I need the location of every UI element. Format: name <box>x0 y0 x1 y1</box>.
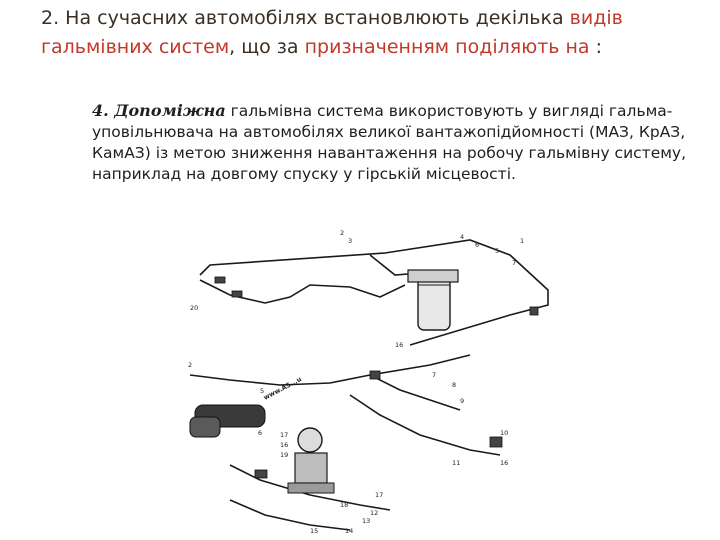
label-11: 11 <box>452 459 460 467</box>
diagram-watermark: www.AS...u <box>262 375 303 402</box>
label-3: 3 <box>348 237 352 245</box>
diagram-labels: 2 3 4 6 5 1 7 20 16 2 7 8 9 5 6 17 16 19… <box>188 229 524 535</box>
label-9: 9 <box>460 397 464 405</box>
heading-highlight-purpose: призначенням поділяють на <box>304 36 590 58</box>
item-emphasis: Допоміжна <box>114 101 226 120</box>
bottom-line-1 <box>229 464 391 511</box>
label-15: 15 <box>310 527 318 535</box>
upper-air-line <box>199 239 549 346</box>
brake-chamber <box>189 404 266 438</box>
heading-text-1: 2. На сучасних автомобілях встановлюють … <box>41 7 570 29</box>
label-16c: 16 <box>500 459 508 467</box>
label-12: 12 <box>370 509 378 517</box>
label-8: 8 <box>452 381 456 389</box>
item-number: 4. <box>92 101 115 120</box>
label-5b: 5 <box>260 387 264 395</box>
label-13: 13 <box>362 517 370 525</box>
bottom-line-2 <box>229 499 351 531</box>
heading-highlight-systems: видів гальмівних систем <box>41 7 623 58</box>
cylinder-upper <box>407 269 459 331</box>
label-1: 1 <box>520 237 524 245</box>
long-lower-line <box>349 394 501 456</box>
label-17: 17 <box>280 431 288 439</box>
left-upper-hose <box>199 279 266 304</box>
brake-system-diagram: www.AS...u <box>188 229 549 535</box>
heading-text-2: , що за <box>229 36 305 58</box>
label-5: 5 <box>495 247 499 255</box>
label-16: 16 <box>395 341 403 349</box>
label-6b: 6 <box>258 429 262 437</box>
label-2: 2 <box>340 229 344 237</box>
label-6: 6 <box>475 241 479 249</box>
slide-heading: 2. На сучасних автомобілях встановлюють … <box>41 4 711 62</box>
valve-assembly <box>287 427 335 494</box>
lower-right-line <box>369 374 461 411</box>
heading-text-3: : <box>589 36 603 58</box>
label-18: 18 <box>340 501 348 509</box>
label-17b: 17 <box>375 491 383 499</box>
label-19: 19 <box>280 451 288 459</box>
label-16b: 16 <box>280 441 288 449</box>
label-20: 20 <box>190 304 198 312</box>
auxiliary-brake-item: 4. Допоміжна гальмівна система використо… <box>92 100 716 185</box>
label-7b: 7 <box>432 371 436 379</box>
label-4: 4 <box>460 233 464 241</box>
label-7: 7 <box>512 259 516 267</box>
middle-air-line <box>189 354 471 386</box>
fittings <box>214 276 539 479</box>
mid-upper-line <box>264 284 406 304</box>
item-text: гальмівна система використовують у вигля… <box>92 102 687 183</box>
label-14: 14 <box>345 527 353 535</box>
label-2b: 2 <box>188 361 192 369</box>
label-10: 10 <box>500 429 508 437</box>
